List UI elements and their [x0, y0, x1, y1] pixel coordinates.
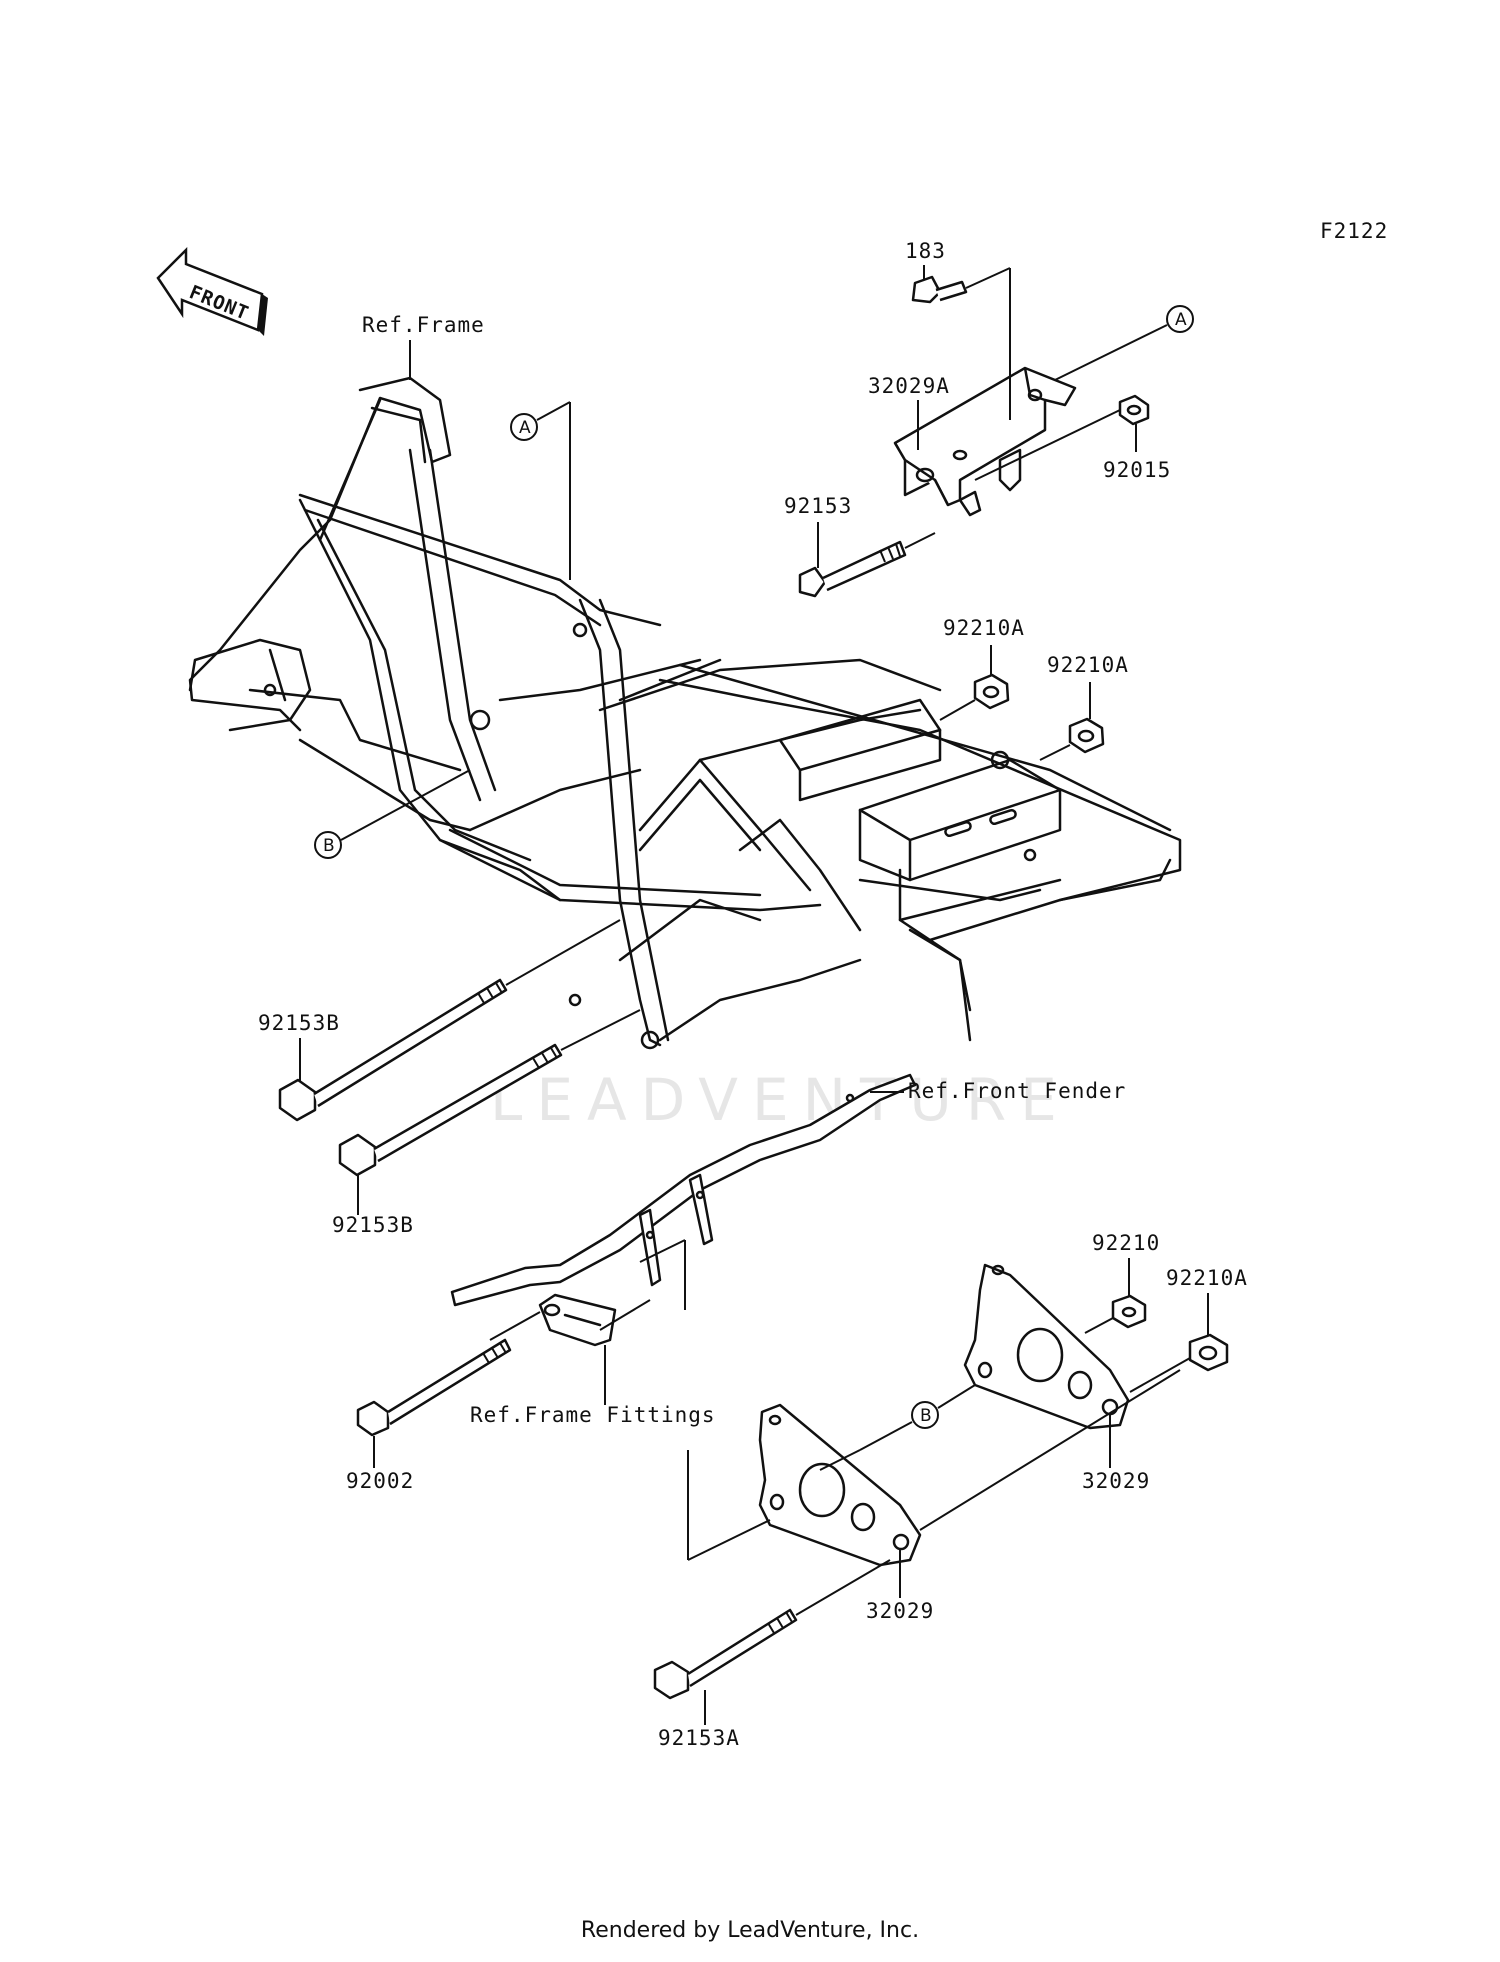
ref-frame-fittings-label: Ref.Frame Fittings [470, 1403, 716, 1427]
footer-credit: Rendered by LeadVenture, Inc. [580, 1918, 920, 1943]
ref-frame-label: Ref.Frame [362, 313, 485, 337]
bolt-92153B-1 [278, 978, 508, 1122]
part-92210A-1: 92210A [943, 616, 1025, 640]
nut-92210A-2 [1068, 717, 1105, 754]
part-183: 183 [905, 239, 946, 263]
ref-front-fender-label: Ref.Front Fender [908, 1079, 1126, 1103]
bolt-183 [911, 275, 968, 304]
bracket-32029A [893, 366, 1077, 517]
callout-b-frame: B [314, 769, 471, 859]
callout-b-frame-label: B [323, 836, 335, 856]
part-92153A: 92153A [658, 1726, 740, 1750]
bolt-92153 [798, 540, 907, 598]
watermark: LEADVENTURE [490, 1066, 1071, 1134]
callout-a-frame: A [510, 401, 571, 580]
part-92210A-3: 92210A [1166, 1266, 1248, 1290]
part-92153B-2: 92153B [332, 1213, 414, 1237]
part-92015: 92015 [1103, 458, 1171, 482]
nut-92210A-1 [973, 673, 1010, 710]
part-92153B-1: 92153B [258, 1011, 340, 1035]
nut-92210A-3 [1188, 1333, 1229, 1372]
part-32029-2: 32029 [866, 1599, 934, 1623]
front-arrow-icon: FRONT [156, 246, 268, 336]
part-92210: 92210 [1092, 1231, 1160, 1255]
part-92153: 92153 [784, 494, 852, 518]
diagram-code: F2122 [1320, 219, 1388, 243]
callout-a-top: A [1054, 305, 1194, 381]
plate-32029-right [963, 1263, 1130, 1430]
callout-b-lower: B [859, 1384, 976, 1451]
part-92002: 92002 [346, 1469, 414, 1493]
callout-b-lower-label: B [920, 1406, 932, 1426]
frame-fitting [538, 1293, 617, 1347]
nut-92210 [1111, 1294, 1147, 1329]
main-frame [188, 376, 1182, 1050]
nut-92015 [1118, 394, 1150, 426]
plate-32029-left [758, 1403, 922, 1567]
bolt-92153B-2 [338, 1043, 563, 1177]
front-fender-stay [450, 1073, 917, 1307]
callout-a-frame-label: A [519, 418, 531, 438]
callout-a-top-label: A [1175, 310, 1187, 330]
bolt-92153A [653, 1608, 798, 1700]
part-32029A: 32029A [868, 374, 950, 398]
part-32029-1: 32029 [1082, 1469, 1150, 1493]
part-92210A-2: 92210A [1047, 653, 1129, 677]
bolt-92002 [356, 1338, 512, 1437]
